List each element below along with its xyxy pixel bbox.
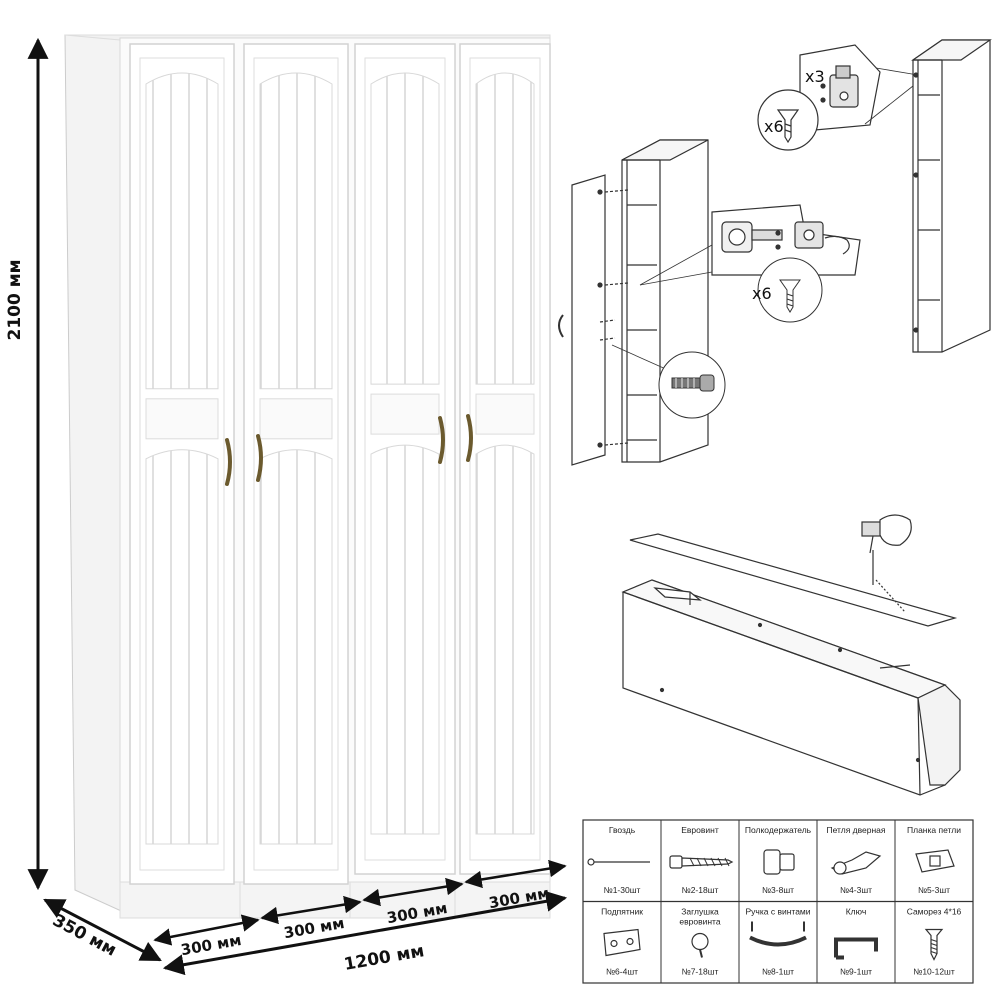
euroscrew-icon bbox=[669, 855, 734, 869]
nail-icon bbox=[587, 858, 650, 866]
euroscrew-closeup bbox=[658, 351, 726, 419]
door-handle-1 bbox=[225, 438, 232, 486]
wardrobe-door-4 bbox=[459, 43, 551, 875]
part-qty: №8-1шт bbox=[762, 967, 794, 977]
part-qty: №10-12шт bbox=[913, 967, 955, 977]
part-name: Ключ bbox=[846, 907, 867, 917]
shelf-support-icon bbox=[763, 849, 795, 875]
part-cell: Ключ №9-1шт bbox=[834, 907, 878, 977]
part-name: Евровинт bbox=[681, 825, 719, 835]
part-cell: Полкодержатель №3-8шт bbox=[745, 825, 812, 895]
wardrobe-handles bbox=[225, 414, 473, 486]
part-name: Подпятник bbox=[601, 907, 643, 917]
part-cell: Саморез 4*16 №10-12шт bbox=[907, 907, 962, 977]
wardrobe-door-1 bbox=[129, 43, 235, 885]
door-panel-drawing bbox=[571, 174, 606, 466]
part-qty: №4-3шт bbox=[840, 885, 872, 895]
part-qty: №5-3шт bbox=[918, 885, 950, 895]
part-cell: Ручка с винтами №8-1шт bbox=[745, 907, 810, 977]
part-cell: Подпятник №6-4шт bbox=[601, 907, 643, 977]
depth-dimension-line bbox=[43, 898, 162, 962]
hinge-plate-icon bbox=[915, 849, 955, 873]
part-qty: №1-30шт bbox=[604, 885, 641, 895]
door-handle-2 bbox=[256, 434, 263, 482]
hinge-plate-step bbox=[757, 39, 992, 353]
wood-screw-callout-mid bbox=[757, 257, 823, 323]
door-handle-3 bbox=[438, 416, 445, 464]
part-cell: Петля дверная №4-3шт bbox=[826, 825, 885, 895]
dimension-lines bbox=[27, 37, 568, 976]
hex-key-icon bbox=[834, 937, 878, 960]
screw-qty-mid: x6 bbox=[752, 284, 772, 303]
part-name: Полкодержатель bbox=[745, 825, 812, 835]
part-name: Планка петли bbox=[907, 825, 961, 835]
part-cell: Евровинт №2-18шт bbox=[669, 825, 734, 895]
door-hinge-icon bbox=[830, 851, 882, 875]
part-qty: №9-1шт bbox=[840, 967, 872, 977]
depth-label: 350 мм bbox=[49, 911, 119, 961]
parts-table: Гвоздь №1-30шт Евровинт №2-18шт Полкодержате… bbox=[583, 820, 973, 983]
width-dimension-line bbox=[162, 890, 568, 976]
screw-cap-icon bbox=[691, 932, 709, 958]
part-cell: Планка петли №5-3шт bbox=[907, 825, 961, 895]
hinge-qty-label: x3 bbox=[805, 67, 825, 86]
back-panel-step bbox=[621, 514, 961, 796]
hinge-mounting-callout bbox=[711, 204, 861, 276]
part-name: Ручка с винтами bbox=[745, 907, 810, 917]
part-name: Саморез 4*16 bbox=[907, 907, 962, 917]
wardrobe-doors bbox=[129, 43, 551, 885]
part-qty: №2-18шт bbox=[682, 885, 719, 895]
glide-icon bbox=[603, 928, 641, 957]
width-total-label: 1200 мм bbox=[342, 941, 425, 975]
part-name: Петля дверная bbox=[826, 825, 885, 835]
part-name: Гвоздь bbox=[609, 825, 636, 835]
part-qty: №3-8шт bbox=[762, 885, 794, 895]
door-handle-4 bbox=[466, 414, 473, 462]
handle-icon bbox=[749, 921, 807, 947]
wardrobe-door-3 bbox=[354, 43, 456, 875]
part-qty: №7-18шт bbox=[682, 967, 719, 977]
screw-qty-top: x6 bbox=[764, 117, 784, 136]
part-qty: №6-4шт bbox=[606, 967, 638, 977]
height-label: 2100 мм bbox=[5, 259, 25, 340]
part-cell: Гвоздь №1-30шт bbox=[587, 825, 650, 895]
wood-screw-icon bbox=[924, 928, 944, 961]
